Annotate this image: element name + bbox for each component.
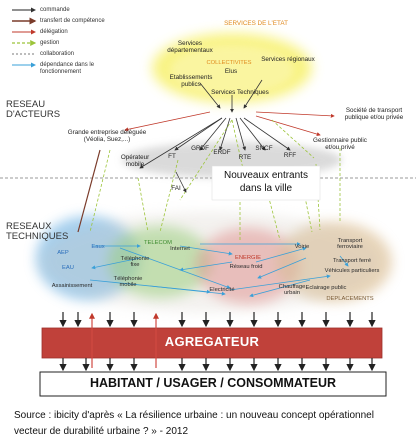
net-telephonie-mobile: Téléphonie mobile	[113, 276, 143, 289]
net-deplacements: DEPLACEMENTS	[326, 296, 374, 302]
legend-gestion: gestion	[40, 40, 60, 46]
net-internet: Internet	[170, 246, 190, 252]
section-reseaux-techniques: RESEAUX TECHNIQUES	[6, 221, 69, 243]
node-etablissements-publics: Etablissements publics	[169, 74, 213, 88]
node-gestionnaire: Gestionnaire public et/ou privé	[313, 137, 367, 151]
node-operateur-mobile: Opérateur mobile	[120, 154, 150, 168]
node-erdf: ERDF	[213, 149, 231, 156]
label-nouveaux-entrants: Nouveaux entrants dans la ville	[224, 170, 308, 194]
net-eau-pluviale: EAU	[62, 265, 74, 271]
node-rff: RFF	[283, 152, 297, 159]
node-societe-transport: Société de transport publique et/ou priv…	[344, 107, 404, 121]
legend-transfert: transfert de compétence	[40, 18, 105, 24]
legend-collaboration: collaboration	[40, 51, 75, 57]
legend-dependance: dépendance dans le fonctionnement	[40, 62, 95, 75]
node-services-techniques: Services Techniques	[211, 89, 269, 96]
net-chauffage-urbain: Chauffage urbain	[278, 284, 306, 297]
node-collectivites: COLLECTIVITES	[206, 60, 252, 66]
net-transport-ferroviaire: Transport ferroviaire	[337, 238, 363, 251]
net-telecom: TELECOM	[143, 240, 173, 246]
node-services-etat: SERVICES DE L'ETAT	[224, 20, 288, 27]
net-aep: AEP	[57, 250, 69, 256]
net-voirie: Voirie	[294, 244, 310, 250]
net-vehicules-particuliers: Véhicules particuliers	[324, 268, 380, 274]
habitant-label: HABITANT / USAGER / CONSOMMATEUR	[89, 376, 337, 390]
node-elus: Elus	[224, 68, 238, 75]
net-assainissement: Assainissement	[51, 283, 93, 289]
net-eclairage-public: Eclairage public	[305, 285, 347, 291]
section-reseau-acteurs: RESEAU D'ACTEURS	[6, 99, 61, 121]
node-ft: FT	[168, 153, 176, 160]
node-grdf: GRDF	[191, 145, 209, 152]
net-transport-ferre: Transport ferré	[332, 258, 372, 264]
legend-commande: commande	[40, 7, 70, 13]
source-caption: Source : ibicity d'après « La résilience…	[14, 410, 374, 437]
node-fai: FAI	[171, 185, 181, 192]
net-electricite: Electricité	[209, 287, 235, 293]
agregateur-label: AGREGATEUR	[164, 334, 260, 349]
net-eaux: Eaux	[91, 244, 105, 250]
node-services-regionaux: Services régionaux	[261, 56, 315, 63]
net-reseau-froid: Réseau froid	[229, 264, 263, 270]
legend-arrows	[12, 7, 37, 68]
node-rte: RTE	[238, 154, 252, 161]
legend-delegation: délégation	[40, 29, 68, 35]
node-sncf: SNCF	[255, 145, 273, 152]
net-energie: ENERGIE	[234, 255, 262, 261]
node-grande-entreprise: Grande entreprise déléguée (Véolia, Suez…	[67, 129, 147, 143]
node-services-departementaux: Services départementaux	[167, 40, 213, 54]
net-telephonie-fixe: Téléphonie fixe	[120, 256, 150, 269]
